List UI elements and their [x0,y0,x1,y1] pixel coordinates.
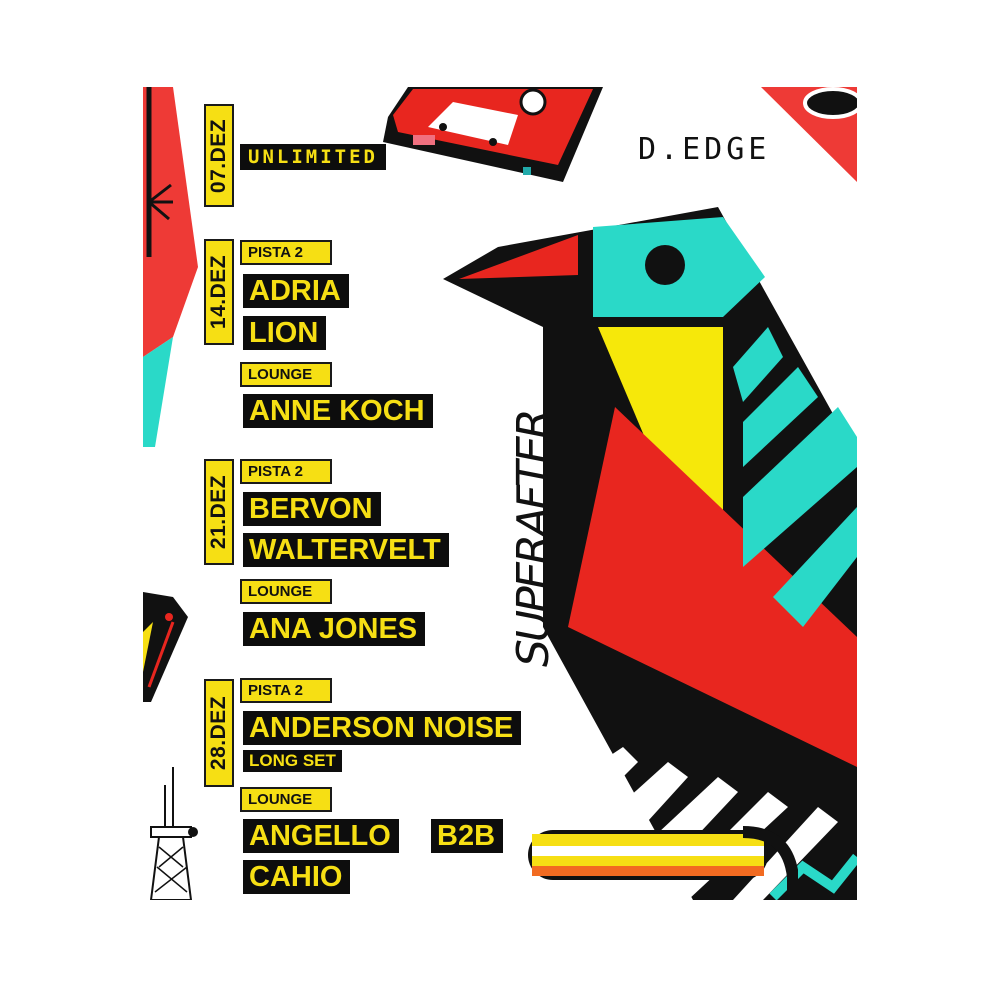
artist-name: ANGELLO [243,819,399,853]
artist-name: LION [243,316,327,350]
stage-tag: PISTA 2 [240,459,332,484]
stage-tag: PISTA 2 [240,240,332,265]
stage-tag: LOUNGE [240,362,332,387]
date-badge: 28.DEZ [204,679,234,787]
left-kite-decoration [143,87,198,447]
pipe-icon [528,826,798,900]
artist-name: ANNE KOCH [243,394,433,428]
disc-corner-decoration [761,87,857,182]
stage-tag: PISTA 2 [240,678,332,703]
artist-name: ADRIA [243,274,349,308]
stage-tag: LOUNGE [240,579,332,604]
artist-name: ANDERSON NOISE [243,711,522,745]
set-note: LONG SET [243,750,342,772]
b2b-label: B2B [431,819,504,853]
date-badge: 14.DEZ [204,239,234,345]
bird-illustration [443,207,857,900]
artist-name: CAHIO [243,860,351,894]
unlimited-header: UNLIMITED [240,144,386,170]
cassette-tape-icon [383,87,603,182]
superafter-title: SUPERAFTER [508,411,559,667]
date-badge: 21.DEZ [204,459,234,565]
artist-name: BERVON [243,492,381,526]
radio-tower-icon [149,767,198,900]
corner-shape-decoration [143,592,188,702]
artist-name: WALTERVELT [243,533,449,567]
stage-tag: LOUNGE [240,787,332,812]
event-poster: D.EDGE SUPERAFTER [143,87,857,900]
artist-name: ANA JONES [243,612,426,646]
dedge-logo: D.EDGE [638,132,771,167]
date-badge: 07.DEZ [204,104,234,207]
